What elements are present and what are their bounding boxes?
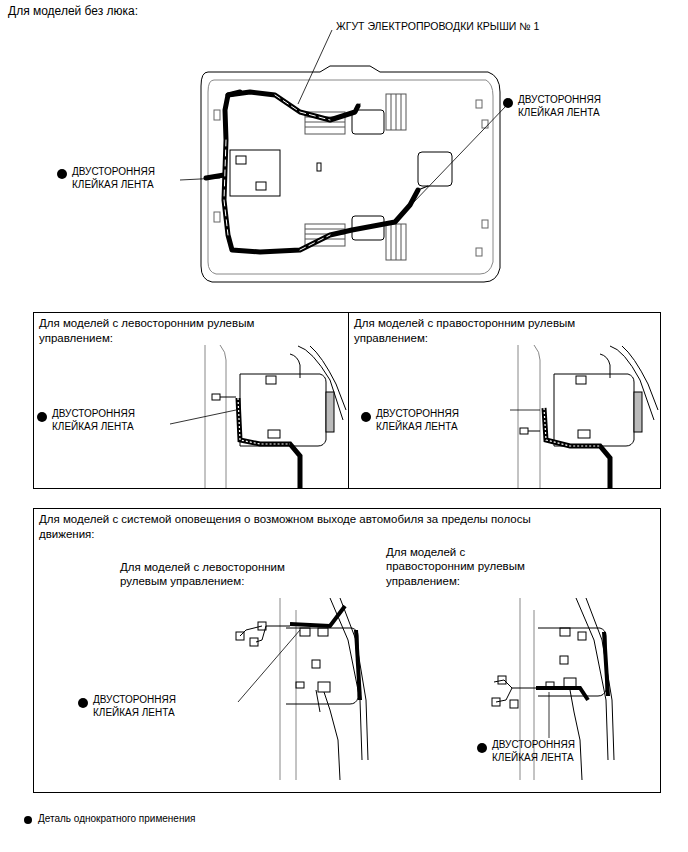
legend-text: Деталь однократного применения [38,813,195,826]
part-name: ДВУСТОРОННЯЯ КЛЕЙКАЯ ЛЕНТА [72,166,182,191]
part-name: ДВУСТОРОННЯЯ КЛЕЙКАЯ ЛЕНТА [52,408,162,433]
panel-heading: Для моделей с левосторонним рулевым упра… [34,313,284,349]
panel-heading: Для моделей с системой оповещения о возм… [34,509,564,545]
roof-inner-outline [208,80,493,274]
sub-heading: Для моделей с левосторонним рулевым упра… [120,560,285,589]
detail-sketch [170,345,346,488]
part-name: ДВУСТОРОННЯЯ КЛЕЙКАЯ ЛЕНТА [492,739,602,764]
view-heading: Для моделей без люка: [8,4,138,19]
part-name: ДВУСТОРОННЯЯ КЛЕЙКАЯ ЛЕНТА [376,408,486,433]
sub-heading: Для моделей с правосторонним рулевым упр… [386,545,551,588]
option-panel: Для моделей с левосторонним рулевым упра… [33,312,349,489]
option-panel: Для моделей с системой оповещения о возм… [33,508,661,793]
roof-outline [201,66,500,282]
detail-sketch [510,345,658,488]
part-name: ДВУСТОРОННЯЯ КЛЕЙКАЯ ЛЕНТА [518,94,638,119]
detail-sketch [236,598,368,780]
single-use-mark [24,98,513,824]
clip [317,163,321,171]
wire-harness [206,92,428,252]
bracket [256,182,266,190]
part-name: ЖГУТ ЭЛЕКТРОПРОВОДКИ КРЫШИ № 1 [336,20,539,33]
option-panel: Для моделей с правосторонним рулевым упр… [348,312,661,489]
detail-sketch [492,598,614,780]
part-name: ДВУСТОРОННЯЯ КЛЕЙКАЯ ЛЕНТА [93,694,203,719]
rear-light [418,152,452,186]
panel-heading: Для моделей с правосторонним рулевым упр… [349,313,599,349]
bracket [236,156,246,164]
console-bracket [230,150,280,196]
leader-line [180,30,506,204]
